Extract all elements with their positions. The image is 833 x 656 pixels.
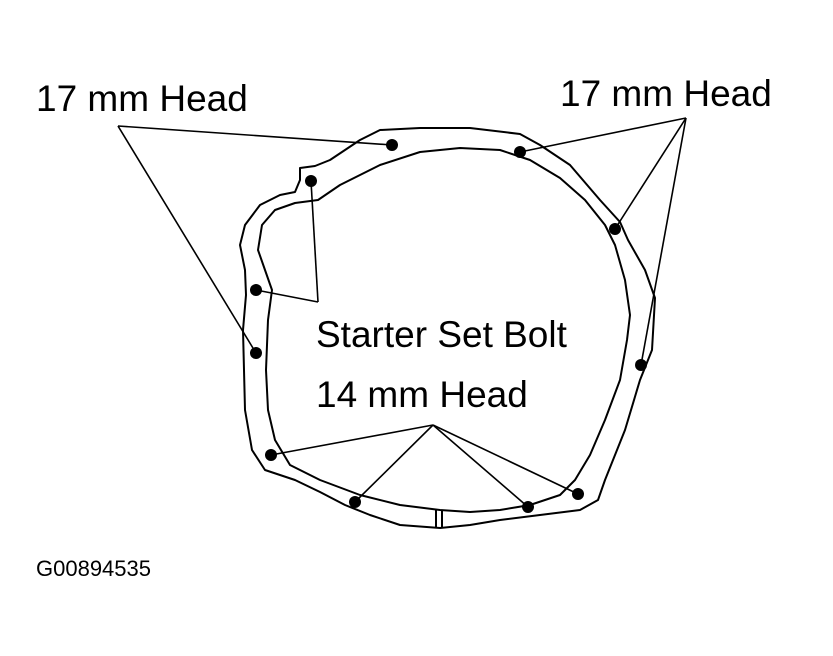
bolt-markers	[250, 139, 647, 513]
bolt-marker	[265, 449, 277, 461]
bolt-marker	[386, 139, 398, 151]
bolt-marker	[514, 146, 526, 158]
label-14mm-head: 14 mm Head	[316, 374, 528, 415]
bolt-marker	[635, 359, 647, 371]
figure-code: G00894535	[36, 556, 151, 581]
label-17mm-head-left: 17 mm Head	[36, 78, 248, 119]
bolt-marker	[305, 175, 317, 187]
bolt-marker	[522, 501, 534, 513]
leader-lines	[117, 117, 687, 508]
bolt-marker	[609, 223, 621, 235]
bolt-marker	[572, 488, 584, 500]
housing-outline	[239, 127, 656, 529]
bolt-marker	[250, 347, 262, 359]
label-starter-set-bolt: Starter Set Bolt	[316, 314, 567, 355]
bolt-marker	[250, 284, 262, 296]
bolt-marker	[349, 496, 361, 508]
label-17mm-head-right: 17 mm Head	[560, 73, 772, 114]
